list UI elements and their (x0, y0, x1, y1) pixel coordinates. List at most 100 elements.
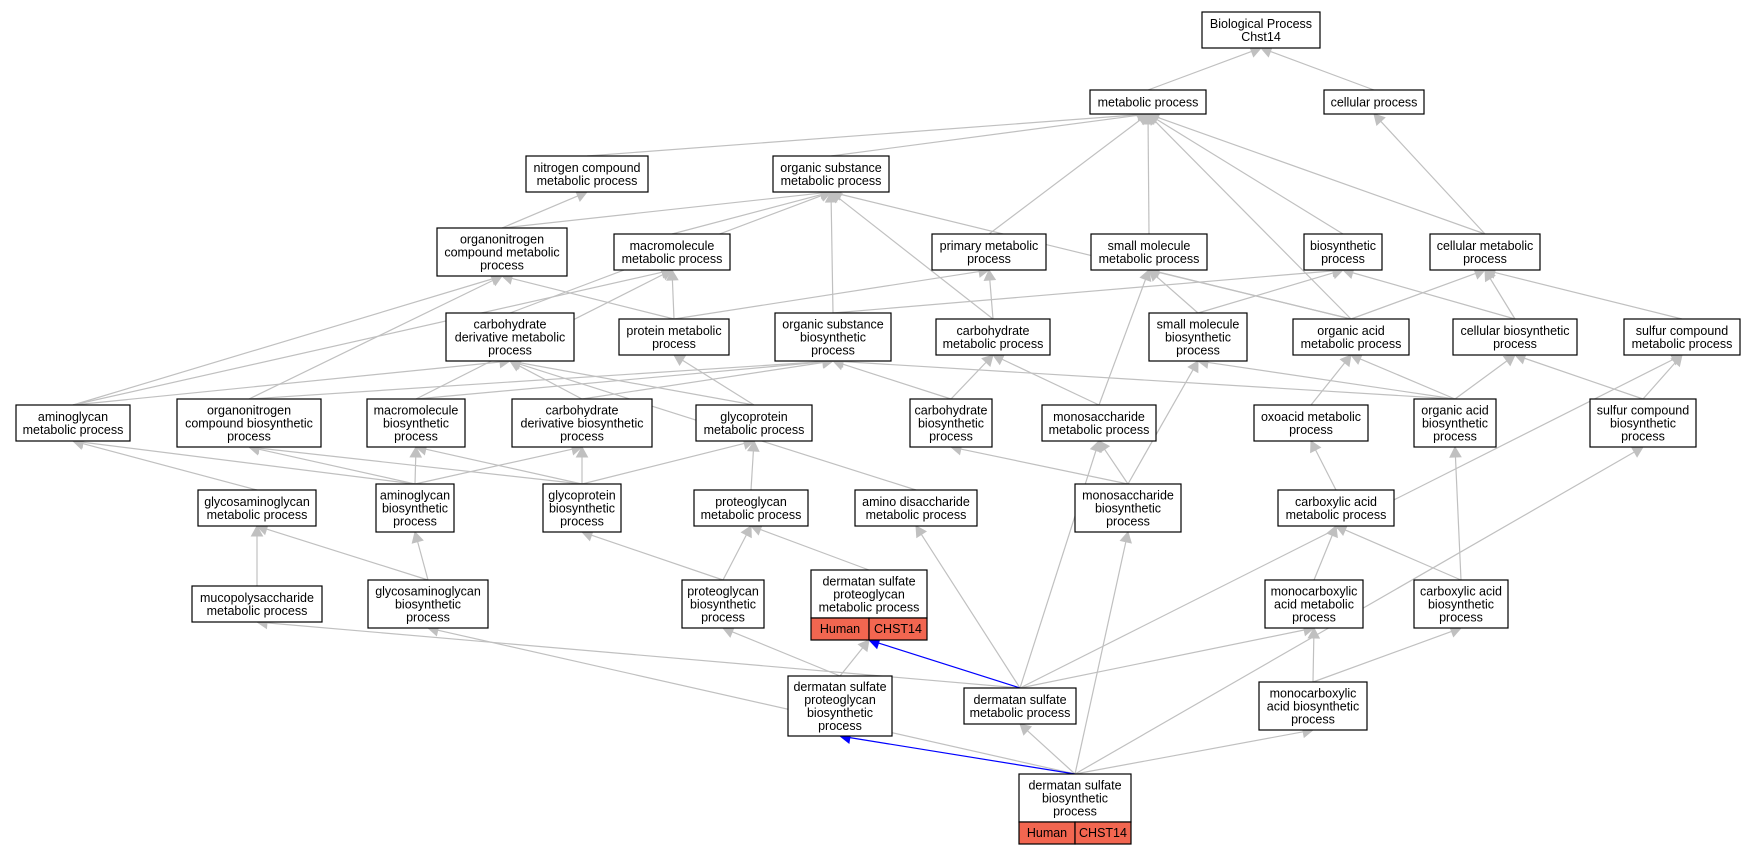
term-box (1413, 579, 1509, 629)
term-label-line: metabolic process (819, 601, 920, 615)
edge-line (671, 279, 675, 320)
edge-protmet-to-macromet (666, 268, 679, 320)
term-box (810, 569, 928, 619)
edge-line (591, 534, 724, 581)
term-label-line: process (227, 430, 271, 444)
edge-line (1270, 50, 1375, 91)
edge-line (1454, 360, 1508, 400)
edge-monosmet-to-smallmol (1098, 269, 1152, 406)
term-label-line: dermatan sulfate (973, 693, 1066, 707)
term-label-line: metabolic process (1632, 337, 1733, 351)
term-label-line: metabolic process (537, 174, 638, 188)
term-label-line: amino disaccharide (862, 495, 970, 509)
edge-biosyn-to-met (1147, 113, 1344, 235)
term-box (909, 398, 993, 448)
edge-line (1127, 369, 1194, 485)
term-box (1292, 318, 1410, 356)
term-label-line: metabolic process (866, 508, 967, 522)
term-box (854, 489, 978, 527)
go-term-met[interactable]: metabolic process (1089, 89, 1207, 115)
edge-line (722, 534, 747, 581)
term-label-line: small molecule (1157, 318, 1240, 332)
edge-line (414, 448, 573, 485)
edge-line (1157, 116, 1486, 235)
go-term-dspgbio[interactable]: dermatan sulfateproteoglycanbiosynthetic… (787, 675, 893, 737)
arrowhead (575, 445, 589, 458)
term-label-line: acid biosynthetic (1267, 700, 1359, 714)
go-term-dsbio[interactable]: dermatan sulfatebiosyntheticprocessHuman… (1018, 773, 1132, 845)
term-label-line: biosynthetic (1165, 331, 1231, 345)
term-label-line: glycosaminoglycan (375, 585, 481, 599)
edge-line (415, 361, 824, 400)
term-box (1277, 489, 1395, 527)
term-label-line: Biological Process (1210, 17, 1312, 31)
term-box (15, 404, 131, 442)
term-label-line: process (1463, 252, 1507, 266)
term-label-line: process (818, 719, 862, 733)
term-label-line: process (1176, 344, 1220, 358)
edge-line (1489, 278, 1516, 320)
term-box (1201, 11, 1321, 49)
edge-line (1315, 449, 1337, 491)
edge-line (1454, 456, 1462, 581)
go-term-cell[interactable]: cellular process (1323, 89, 1425, 115)
arrowhead (1019, 723, 1033, 736)
term-label-line: dermatan sulfate (822, 575, 915, 589)
term-box (1148, 312, 1248, 362)
term-label-line: metabolic process (943, 337, 1044, 351)
term-label-line: biosynthetic (383, 417, 449, 431)
edge-line (1026, 730, 1076, 775)
edge-line (82, 442, 258, 491)
term-label-line: metabolic process (1049, 423, 1150, 437)
term-label-line: process (393, 515, 437, 529)
term-label-line: metabolic process (704, 423, 805, 437)
edge-carboxbio-to-carboxmet (1335, 524, 1462, 581)
term-box (197, 489, 317, 527)
term-label-line: metabolic process (1098, 96, 1199, 110)
term-label-line: process (701, 611, 745, 625)
edge-oxoacid-to-orgacid (1310, 354, 1352, 406)
